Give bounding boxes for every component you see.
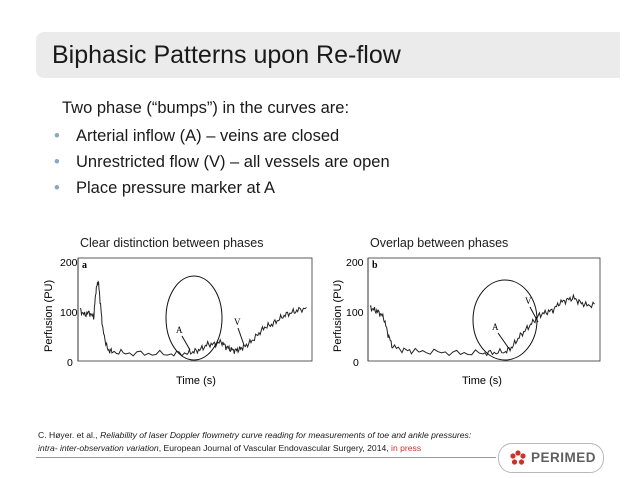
series-line xyxy=(369,293,595,357)
perimed-logo: PERIMED xyxy=(498,443,604,473)
bullet-item: • Place pressure marker at A xyxy=(54,179,390,205)
slide-title: Biphasic Patterns upon Re-flow xyxy=(52,41,401,69)
logo-text: PERIMED xyxy=(531,450,597,465)
right-chart-caption: Overlap between phases xyxy=(370,236,509,250)
annotation-arrow xyxy=(181,335,191,351)
annotation-arrow xyxy=(497,332,511,351)
bullet-item: • Arterial inflow (A) – veins are closed xyxy=(54,127,390,153)
citation-title-line2: intra- inter-observation variation xyxy=(38,443,159,453)
left-chart-caption: Clear distinction between phases xyxy=(80,236,264,250)
citation-title-line1: Reliability of laser Doppler flowmetry c… xyxy=(100,430,472,440)
y-tick-label: 100 xyxy=(60,307,78,319)
annotation-label: V xyxy=(234,317,241,327)
citation-authors: C. Høyer. et al., xyxy=(38,430,98,440)
citation-status: in press xyxy=(391,443,422,453)
annotation-label: A xyxy=(492,322,499,332)
y-tick-label: 200 xyxy=(346,257,364,269)
panel-label: a xyxy=(82,260,87,271)
chart-a: 200 100 0 Perfusion (PU) Time (s) a A V xyxy=(43,257,313,387)
plot-frame xyxy=(77,257,313,362)
bullet-text: Arterial inflow (A) – veins are closed xyxy=(76,127,340,145)
annotation-arrow xyxy=(237,327,245,346)
highlight-circle xyxy=(165,275,223,361)
citation-journal: , European Journal of Vascular Endovascu… xyxy=(158,443,389,453)
intro-text: Two phase (“bumps”) in the curves are: xyxy=(62,99,350,117)
series-line xyxy=(79,280,307,357)
y-axis-label: Perfusion (PU) xyxy=(332,280,344,352)
citation: C. Høyer. et al., Reliability of laser D… xyxy=(38,429,471,455)
y-tick-label: 100 xyxy=(346,307,364,319)
bullet-item: • Unrestricted flow (V) – all vessels are… xyxy=(54,153,390,179)
chart-b: 200 100 0 Perfusion (PU) Time (s) b A V xyxy=(332,257,601,387)
y-axis-label: Perfusion (PU) xyxy=(43,280,55,352)
annotation-label: V xyxy=(525,296,532,306)
panel-label: b xyxy=(372,260,378,271)
annotation-arrow xyxy=(529,306,539,323)
x-axis-label: Time (s) xyxy=(176,375,216,387)
plot-frame xyxy=(367,257,601,362)
flower-icon xyxy=(510,450,526,465)
bullet-symbol: • xyxy=(54,127,60,145)
footer-divider xyxy=(36,457,496,458)
title-bar: Biphasic Patterns upon Re-flow xyxy=(36,32,620,78)
y-tick-label: 0 xyxy=(353,357,359,369)
y-tick-label: 0 xyxy=(67,357,73,369)
bullet-text: Unrestricted flow (V) – all vessels are … xyxy=(76,153,390,171)
bullet-symbol: • xyxy=(54,153,60,171)
annotation-label: A xyxy=(176,325,183,335)
bullet-list: •Arterial inflow (A) – veins are closed … xyxy=(54,127,390,205)
y-tick-label: 200 xyxy=(60,257,78,269)
highlight-circle xyxy=(472,279,538,361)
bullet-symbol: • xyxy=(54,179,60,197)
x-axis-label: Time (s) xyxy=(462,375,502,387)
bullet-text: Place pressure marker at A xyxy=(76,179,275,197)
